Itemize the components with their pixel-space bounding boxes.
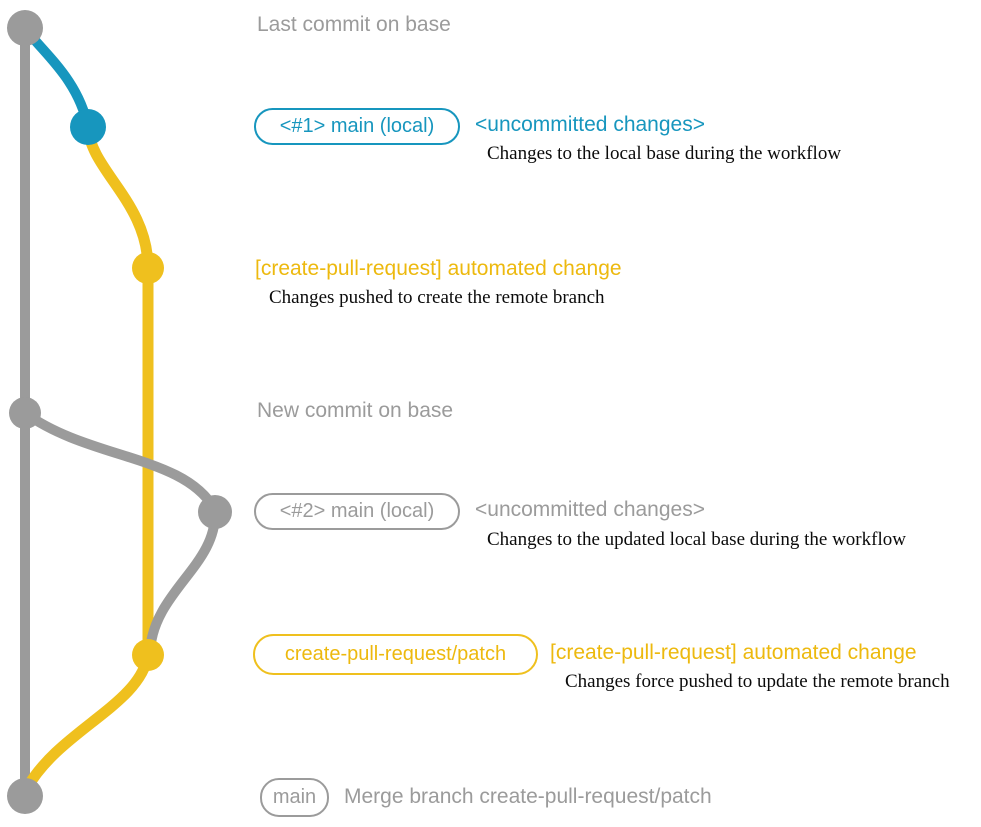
commit-last-on-base — [7, 10, 43, 46]
branch-edge-create-pull-request-line — [82, 121, 154, 661]
branch-badge-main: main — [260, 778, 329, 817]
branch-edge-local-2-to-patch — [145, 505, 221, 655]
label-automated-change-2: [create-pull-request] automated change — [550, 641, 917, 664]
label-uncommitted-changes-1: <uncommitted changes> — [475, 113, 705, 136]
commit-automated-1 — [132, 252, 164, 284]
label-uncommitted-changes-2: <uncommitted changes> — [475, 498, 705, 521]
caption-updated-local-base-changes: Changes to the updated local base during… — [487, 529, 906, 550]
branch-badge-main-local-1: <#1> main (local) — [254, 108, 460, 145]
commit-local-1 — [70, 109, 106, 145]
branch-edge-base-to-local-2 — [20, 408, 220, 515]
caption-pushed-create-branch: Changes pushed to create the remote bran… — [269, 287, 605, 308]
label-automated-change-1: [create-pull-request] automated change — [255, 257, 622, 280]
commit-merge — [7, 778, 43, 814]
caption-local-base-changes: Changes to the local base during the wor… — [487, 143, 842, 164]
label-new-commit-on-base: New commit on base — [257, 399, 454, 422]
branch-edge-patch-merge-to-main — [21, 649, 154, 794]
label-merge-branch: Merge branch create-pull-request/patch — [344, 785, 712, 808]
branch-badge-main-local-2: <#2> main (local) — [254, 493, 460, 530]
branch-badge-create-pull-request-patch: create-pull-request/patch — [253, 634, 538, 675]
label-last-commit-on-base: Last commit on base — [257, 13, 451, 36]
commit-automated-2 — [132, 639, 164, 671]
commit-local-2 — [198, 495, 232, 529]
caption-force-pushed-update-branch: Changes force pushed to update the remot… — [565, 671, 950, 692]
commit-new-on-base — [9, 397, 41, 429]
